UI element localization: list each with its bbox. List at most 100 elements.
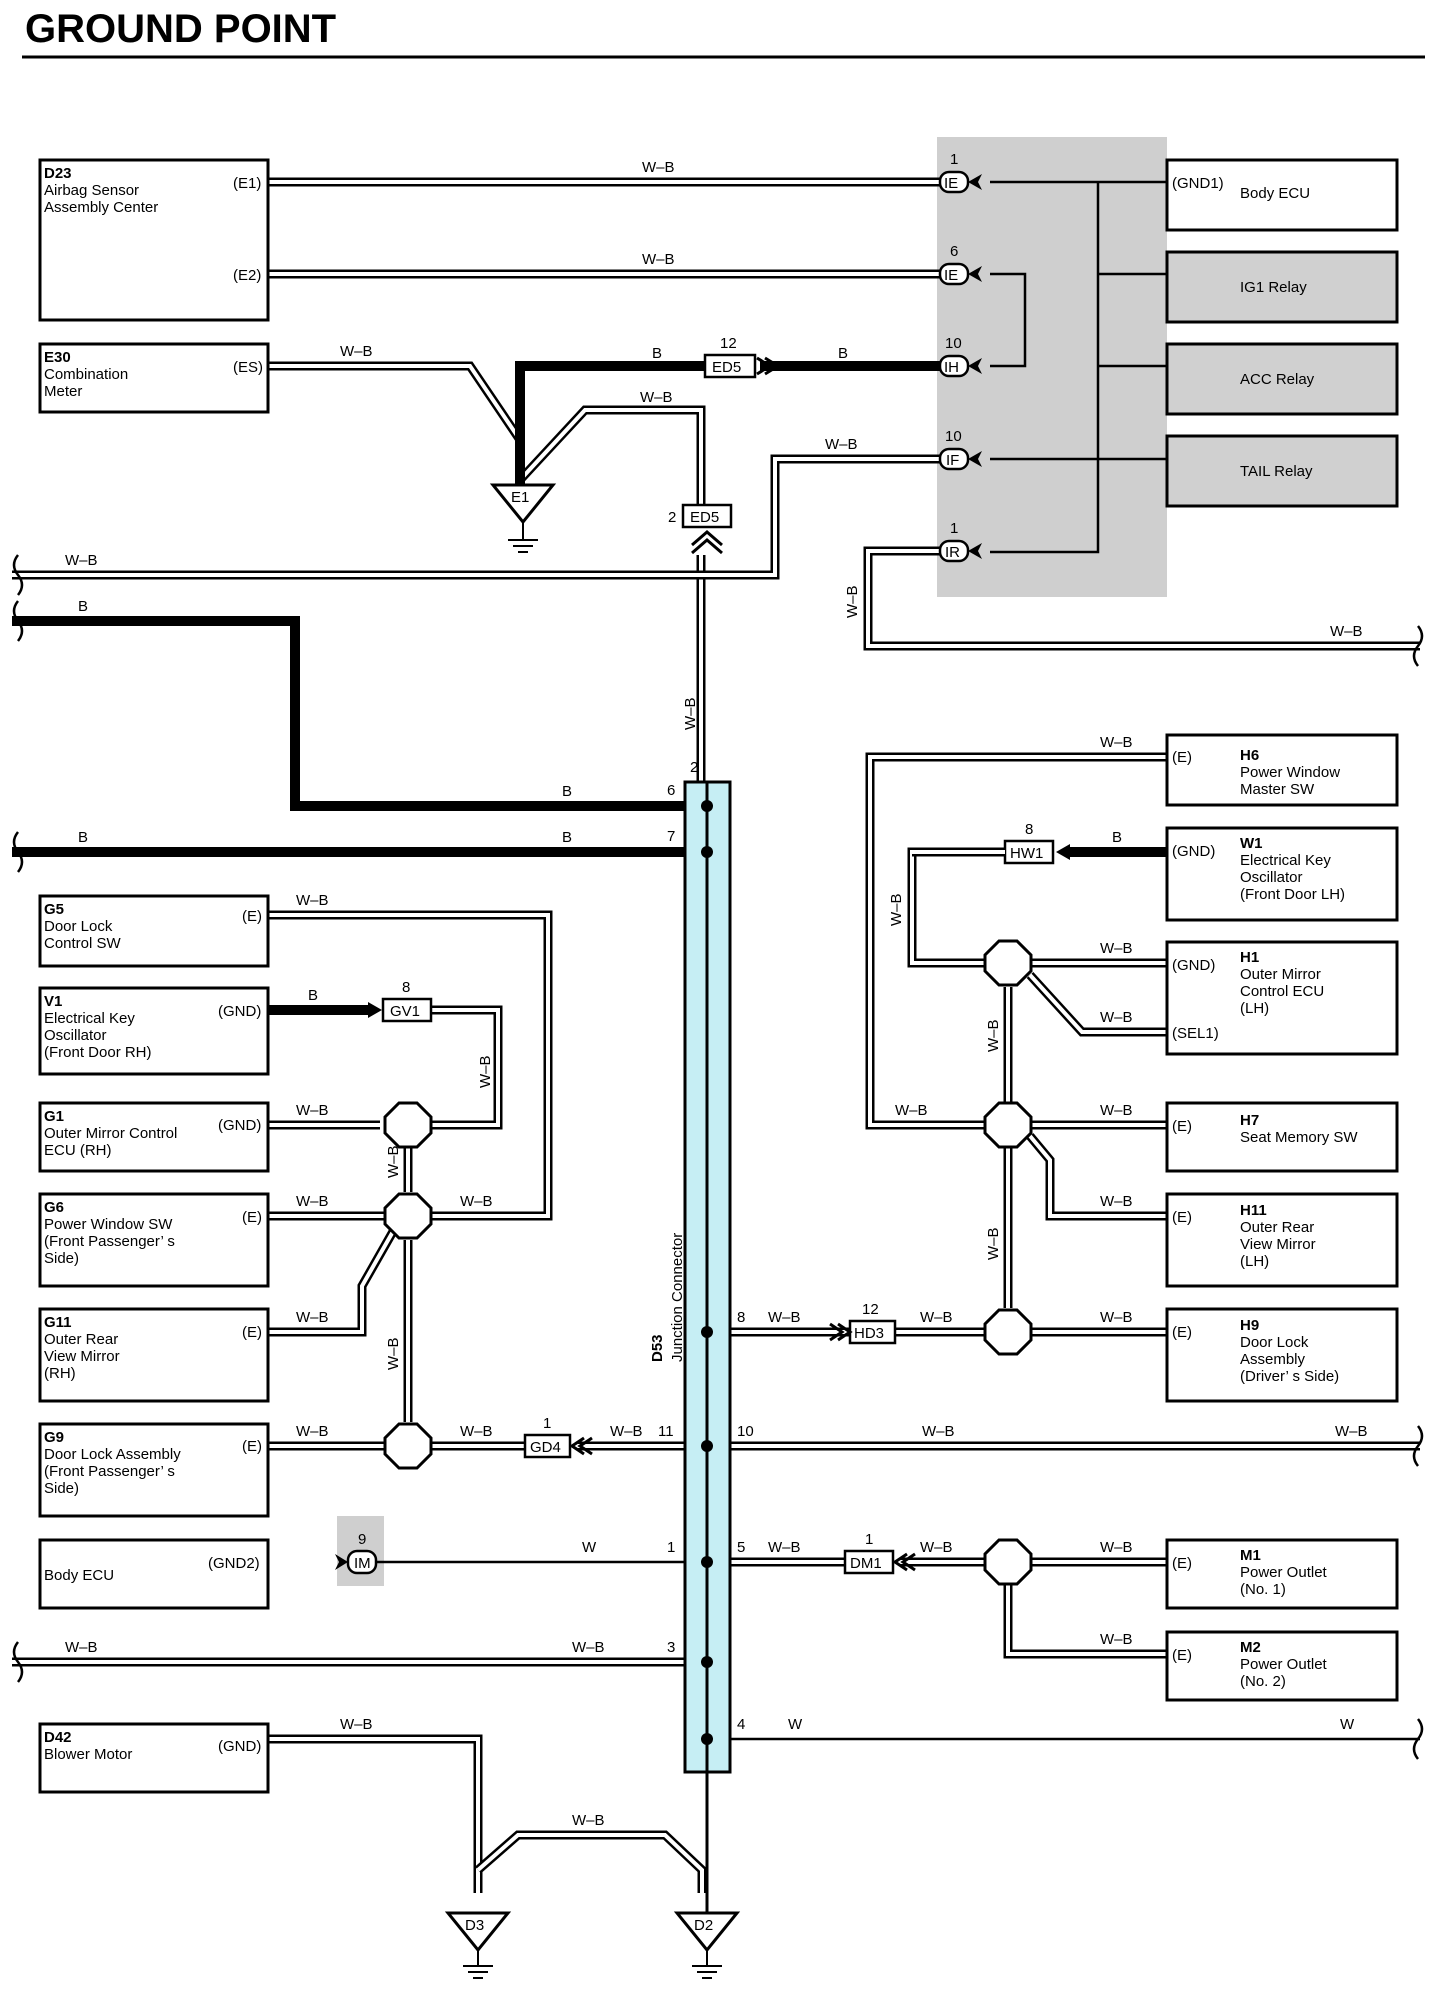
component-d42: D42 Blower Motor (GND) (38, 1722, 270, 1794)
page-title: GROUND POINT (25, 7, 336, 51)
svg-text:(GND1): (GND1) (1172, 175, 1224, 192)
svg-text:Power Outlet: Power Outlet (1240, 1564, 1328, 1581)
svg-text:M2: M2 (1240, 1639, 1261, 1656)
svg-text:W–B: W–B (640, 389, 673, 406)
svg-text:Door Lock: Door Lock (44, 918, 113, 935)
svg-text:W–B: W–B (895, 1102, 928, 1119)
svg-text:Power Outlet: Power Outlet (1240, 1656, 1328, 1673)
svg-text:Meter: Meter (44, 383, 82, 400)
svg-text:IR: IR (945, 544, 960, 561)
svg-text:(E): (E) (1172, 1209, 1192, 1226)
svg-text:(E1): (E1) (233, 175, 261, 192)
junction-pin-7: 7 (667, 828, 675, 845)
svg-text:W–B: W–B (642, 251, 675, 268)
component-h11: (E) H11 Outer Rear View Mirror (LH) (1165, 1192, 1399, 1288)
svg-text:W–B: W–B (1100, 940, 1133, 957)
component-w1: (GND) W1 Electrical Key Oscillator (Fron… (1165, 826, 1399, 922)
junction-pin-6: 6 (667, 782, 675, 799)
svg-text:(No. 1): (No. 1) (1240, 1581, 1286, 1598)
svg-text:B: B (78, 598, 88, 615)
svg-text:B: B (652, 345, 662, 362)
svg-text:W–B: W–B (65, 552, 98, 569)
svg-text:DM1: DM1 (850, 1555, 882, 1572)
junction-block-bus (990, 180, 1167, 554)
w-wires (375, 1560, 1420, 1741)
svg-text:(E): (E) (1172, 749, 1192, 766)
component-v1: V1 Electrical Key Oscillator (Front Door… (38, 986, 270, 1076)
svg-text:IF: IF (946, 452, 959, 469)
svg-text:HD3: HD3 (854, 1325, 884, 1342)
junction-label: D53 Junction Connector (649, 1233, 686, 1362)
connector-gv1: GV1 8 (368, 979, 433, 1023)
svg-text:Control SW: Control SW (44, 935, 122, 952)
connector-ih10: IH 10 (938, 335, 982, 378)
svg-text:View Mirror: View Mirror (44, 1348, 120, 1365)
svg-text:Oscillator: Oscillator (44, 1027, 107, 1044)
svg-text:6: 6 (950, 243, 958, 260)
svg-text:W–B: W–B (768, 1309, 801, 1326)
connector-ed5-12: ED5 12 (703, 335, 781, 379)
connector-hd3: HD3 12 (829, 1301, 897, 1345)
connector-ie6: IE 6 (938, 243, 982, 286)
svg-text:8: 8 (402, 979, 410, 996)
svg-text:W–B: W–B (1100, 1309, 1133, 1326)
connector-ed5-2: ED5 2 (668, 503, 733, 555)
svg-text:B: B (838, 345, 848, 362)
svg-text:B: B (562, 829, 572, 846)
svg-text:W–B: W–B (920, 1539, 953, 1556)
svg-text:12: 12 (862, 1301, 879, 1318)
svg-text:D2: D2 (694, 1917, 713, 1934)
svg-text:IE: IE (944, 175, 958, 192)
svg-text:(Front Door RH): (Front Door RH) (44, 1044, 152, 1061)
svg-text:G6: G6 (44, 1199, 64, 1216)
svg-text:(GND): (GND) (218, 1738, 261, 1755)
svg-text:M1: M1 (1240, 1547, 1261, 1564)
svg-text:Airbag Sensor: Airbag Sensor (44, 182, 139, 199)
svg-text:H7: H7 (1240, 1112, 1259, 1129)
svg-text:W–B: W–B (1100, 734, 1133, 751)
svg-text:(GND): (GND) (1172, 957, 1215, 974)
svg-text:(E2): (E2) (233, 267, 261, 284)
svg-text:B: B (308, 987, 318, 1004)
component-g6: G6 Power Window SW (Front Passenger’ s S… (38, 1192, 270, 1288)
svg-text:(E): (E) (1172, 1647, 1192, 1664)
svg-text:W1: W1 (1240, 835, 1263, 852)
svg-text:HW1: HW1 (1010, 845, 1043, 862)
svg-text:W–B: W–B (296, 1193, 329, 1210)
svg-text:W: W (1340, 1716, 1355, 1733)
svg-text:10: 10 (945, 428, 962, 445)
svg-text:W–B: W–B (642, 159, 675, 176)
svg-text:D23: D23 (44, 165, 72, 182)
svg-text:W: W (582, 1539, 597, 1556)
svg-text:2: 2 (668, 509, 676, 526)
svg-text:ED5: ED5 (712, 359, 741, 376)
junction-pin-2: 2 (690, 759, 698, 776)
svg-text:W–B: W–B (572, 1812, 605, 1829)
svg-text:(SEL1): (SEL1) (1172, 1025, 1219, 1042)
svg-text:1: 1 (865, 1531, 873, 1548)
connector-if10: IF 10 (938, 428, 982, 471)
svg-text:9: 9 (358, 1531, 366, 1548)
component-g1: G1 Outer Mirror Control ECU (RH) (GND) (38, 1101, 270, 1173)
svg-text:(RH): (RH) (44, 1365, 76, 1382)
junction-pin-11: 11 (658, 1423, 674, 1440)
svg-text:(LH): (LH) (1240, 1000, 1269, 1017)
junction-pin-10: 10 (737, 1423, 754, 1440)
svg-text:Outer Mirror: Outer Mirror (1240, 966, 1321, 983)
component-ig1-relay: IG1 Relay (1165, 250, 1399, 324)
svg-text:W–B: W–B (460, 1193, 493, 1210)
component-body-ecu-bottom: Body ECU (GND2) (38, 1538, 270, 1610)
svg-text:(Front Door LH): (Front Door LH) (1240, 886, 1345, 903)
svg-text:W–B: W–B (985, 1227, 1002, 1260)
svg-text:ECU (RH): ECU (RH) (44, 1142, 112, 1159)
connector-gd4: GD4 1 (523, 1415, 593, 1459)
svg-text:1: 1 (950, 151, 958, 168)
svg-text:D42: D42 (44, 1729, 72, 1746)
svg-text:(ES): (ES) (233, 359, 263, 376)
svg-text:Door Lock: Door Lock (1240, 1334, 1309, 1351)
b-wires (12, 361, 1167, 1015)
svg-text:Blower Motor: Blower Motor (44, 1746, 132, 1763)
svg-text:(E): (E) (1172, 1324, 1192, 1341)
svg-text:(Front Passenger’ s: (Front Passenger’ s (44, 1233, 175, 1250)
